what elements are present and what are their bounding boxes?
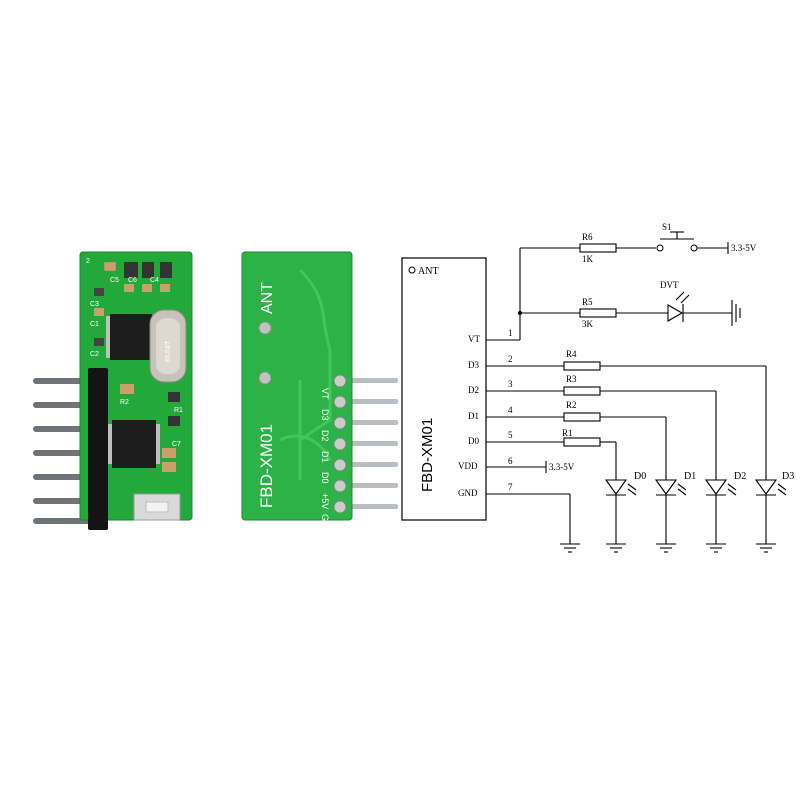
supply-label-vdd: 3.3-5V [549, 462, 575, 472]
schematic-pin-number: 4 [508, 405, 513, 415]
schematic-pin-number: 6 [508, 456, 513, 466]
schematic: ANT FBD-XM01 VT D3 D2 D1 D0 VDD GND 1 2 … [401, 222, 794, 553]
led-d3-label: D3 [782, 471, 794, 482]
supply-label-top: 3.3-5V [731, 243, 757, 253]
resistor-r2-ref: R2 [566, 400, 577, 410]
ground-symbol [731, 300, 741, 326]
decoder-ic [108, 420, 160, 468]
led-d0-label: D0 [634, 471, 646, 482]
resistor-r2: R2 [486, 400, 667, 480]
learn-button [133, 493, 181, 521]
resistor-r5-ref: R5 [582, 297, 593, 307]
smd-components [94, 261, 180, 472]
crystal-oscillator: RUNIT [149, 309, 187, 383]
schematic-pin-name: VDD [458, 461, 478, 471]
silk-label-r1: R1 [174, 407, 183, 414]
back-board-name: FBD-XM01 [257, 424, 276, 508]
switch-s1: S1 [656, 222, 698, 252]
resistor-r6-ref: R6 [582, 232, 593, 242]
module-back: ANT FBD-XM01 VT D3 D2 D1 D0 +5V GND [241, 251, 398, 535]
back-pin-label: D2 [320, 430, 330, 442]
schematic-pin-number: 3 [508, 379, 513, 389]
led-d3: D3 [754, 471, 794, 553]
silk-label-c1: C1 [90, 321, 99, 328]
resistor-r3-ref: R3 [566, 374, 577, 384]
schematic-pin-name: VT [468, 334, 480, 344]
back-pin-pads [333, 374, 347, 514]
back-ant-label: ANT [259, 282, 276, 314]
resistor-r4: R4 [486, 349, 767, 480]
resistor-r4-ref: R4 [566, 349, 577, 359]
silk-label-c3: C3 [90, 301, 99, 308]
led-d1-label: D1 [684, 471, 696, 482]
switch-s1-label: S1 [662, 222, 672, 232]
resistor-r6: R6 1K [579, 232, 617, 264]
led-dvt: DVT [660, 280, 690, 322]
silk-label-r2: R2 [120, 399, 129, 406]
led-d1: D1 [654, 471, 696, 553]
rf-receiver-ic [106, 314, 156, 360]
resistor-r5: R5 3K [579, 297, 617, 329]
resistor-r1-ref: R1 [562, 428, 573, 438]
back-pin-label: GND [320, 514, 330, 535]
schematic-module-name: FBD-XM01 [419, 418, 436, 492]
silk-label-c2: C2 [90, 351, 99, 358]
silk-label-c4: C4 [150, 277, 159, 284]
resistor-r1: R1 [486, 428, 617, 480]
led-d2: D2 [704, 471, 746, 553]
module-front: RUNIT 2 C5 C6 C4 C3 C1 C2 R2 R1 C7 [33, 251, 193, 530]
back-pin-label: D0 [320, 472, 330, 484]
schematic-pin-number: 7 [508, 482, 513, 492]
schematic-pin-numbers: 1 2 3 4 5 6 7 [508, 328, 513, 492]
schematic-pin-number: 5 [508, 430, 513, 440]
crystal-marking: RUNIT [165, 340, 172, 362]
schematic-pin-name: GND [458, 488, 478, 498]
silk-label-c5: C5 [110, 277, 119, 284]
back-pin-label: D1 [320, 451, 330, 463]
led-dvt-label: DVT [660, 280, 679, 290]
schematic-pin-number: 1 [508, 328, 513, 338]
schematic-pin-number: 2 [508, 354, 513, 364]
back-pin-labels: VT D3 D2 D1 D0 +5V GND [320, 388, 330, 535]
back-pin-label: +5V [320, 493, 330, 509]
back-pin-label: VT [320, 388, 330, 400]
schematic-pin-name: D1 [468, 411, 479, 421]
back-pins [342, 378, 398, 509]
schematic-pin-name: D0 [468, 436, 479, 446]
ground-symbol [560, 543, 580, 553]
schematic-pin-name: D3 [468, 360, 479, 370]
resistor-r5-value: 3K [582, 319, 594, 329]
resistor-r6-value: 1K [582, 254, 594, 264]
silk-label-2: 2 [86, 258, 90, 265]
schematic-ant-label: ANT [418, 266, 439, 277]
resistor-r3: R3 [486, 374, 717, 480]
schematic-pin-name: D2 [468, 385, 479, 395]
led-d2-label: D2 [734, 471, 746, 482]
back-pin-label: D3 [320, 409, 330, 421]
schematic-pin-names: VT D3 D2 D1 D0 VDD GND [458, 334, 480, 498]
silk-label-c7: C7 [172, 441, 181, 448]
silk-label-c6: C6 [128, 277, 137, 284]
schematic-module-box [401, 257, 487, 521]
led-d0: D0 [604, 471, 646, 553]
pin-header [88, 368, 108, 530]
